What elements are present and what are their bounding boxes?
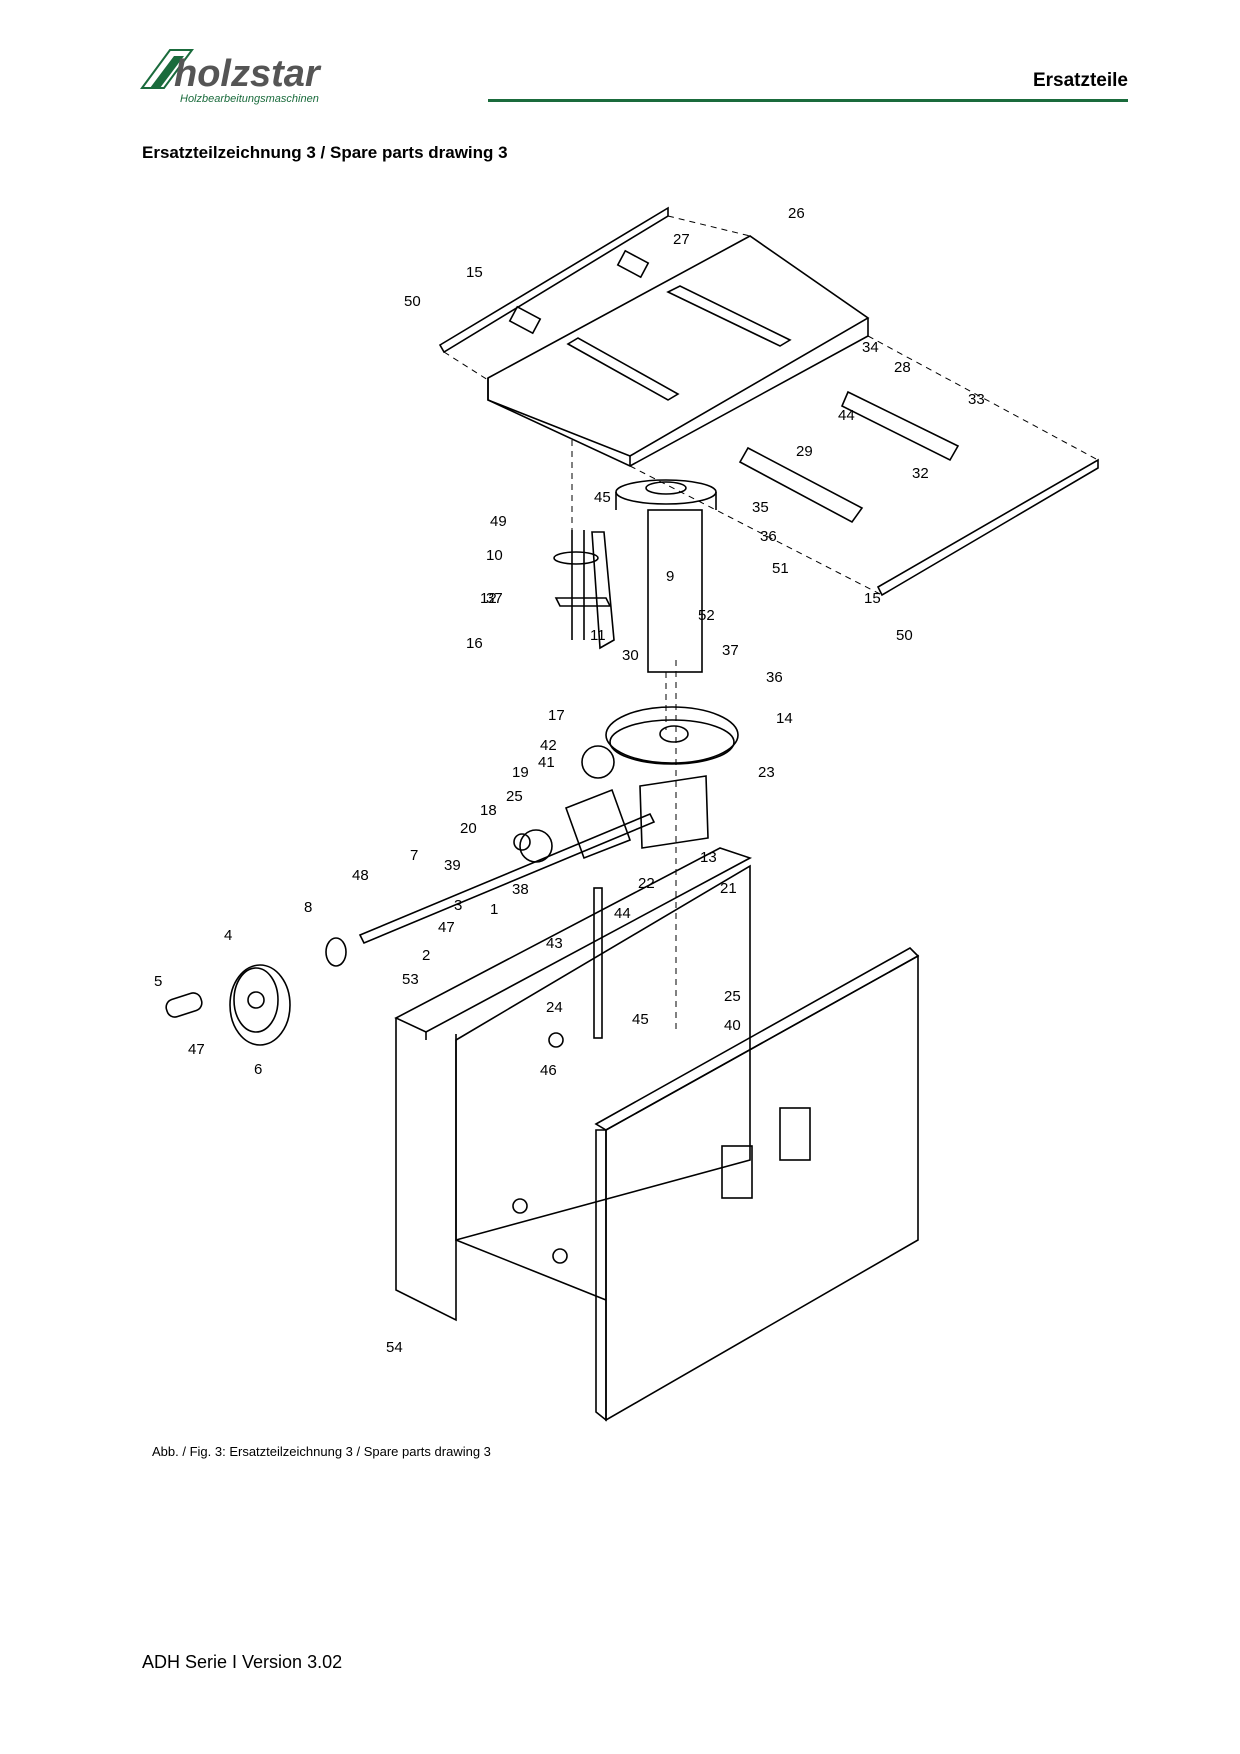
part-label-9: 9 bbox=[666, 568, 674, 585]
part-label-27: 27 bbox=[673, 231, 690, 248]
part-label-37: 37 bbox=[722, 642, 739, 659]
part-label-19: 19 bbox=[512, 764, 529, 781]
part-label-17: 17 bbox=[548, 707, 565, 724]
part-label-23: 23 bbox=[758, 764, 775, 781]
part-label-7: 7 bbox=[410, 847, 418, 864]
part-label-3: 3 bbox=[454, 897, 462, 914]
part-label-44: 44 bbox=[838, 407, 855, 424]
part-label-45: 45 bbox=[594, 489, 611, 506]
page-heading: Ersatzteilzeichnung 3 / Spare parts draw… bbox=[142, 143, 508, 162]
part-label-47: 47 bbox=[188, 1041, 205, 1058]
part-label-48: 48 bbox=[352, 867, 369, 884]
part-label-54: 54 bbox=[386, 1339, 403, 1356]
part-label-15: 15 bbox=[466, 264, 483, 281]
part-label-51: 51 bbox=[772, 560, 789, 577]
footer-version: ADH Serie I Version 3.02 bbox=[142, 1652, 343, 1672]
part-label-49: 49 bbox=[490, 513, 507, 530]
brand-name: holzstar bbox=[174, 53, 322, 95]
part-label-15: 15 bbox=[864, 590, 881, 607]
part-label-42: 42 bbox=[540, 737, 557, 754]
part-label-6: 6 bbox=[254, 1061, 262, 1078]
part-label-36: 36 bbox=[766, 669, 783, 686]
part-label-43: 43 bbox=[546, 935, 563, 952]
part-label-8: 8 bbox=[304, 899, 312, 916]
part-label-11: 11 bbox=[590, 627, 606, 644]
part-label-47: 47 bbox=[438, 919, 455, 936]
part-label-52: 52 bbox=[698, 607, 715, 624]
part-label-10: 10 bbox=[486, 547, 503, 564]
header-rule bbox=[488, 99, 1128, 102]
part-label-30: 30 bbox=[622, 647, 639, 664]
part-label-29: 29 bbox=[796, 443, 813, 460]
part-label-34: 34 bbox=[862, 339, 879, 356]
part-label-50: 50 bbox=[404, 293, 421, 310]
part-label-1: 1 bbox=[490, 901, 498, 918]
part-label-13: 13 bbox=[700, 849, 717, 866]
part-label-36: 36 bbox=[760, 528, 777, 545]
part-label-44: 44 bbox=[614, 905, 631, 922]
part-label-26: 26 bbox=[788, 205, 805, 222]
part-label-16: 16 bbox=[466, 635, 483, 652]
part-label-25: 25 bbox=[724, 988, 741, 1005]
part-label-35: 35 bbox=[752, 499, 769, 516]
part-label-33: 33 bbox=[968, 391, 985, 408]
part-label-37: 37 bbox=[486, 590, 503, 607]
part-label-2: 2 bbox=[422, 947, 430, 964]
part-label-41: 41 bbox=[538, 754, 555, 771]
part-label-50: 50 bbox=[896, 627, 913, 644]
holzstar-logo: holzstar Holzbearbeitungsmaschinen bbox=[140, 49, 322, 105]
part-label-25: 25 bbox=[506, 788, 523, 805]
brand-tagline: Holzbearbeitungsmaschinen bbox=[180, 93, 319, 105]
figure-caption: Abb. / Fig. 3: Ersatzteilzeichnung 3 / S… bbox=[152, 1444, 491, 1459]
part-label-24: 24 bbox=[546, 999, 563, 1016]
part-label-18: 18 bbox=[480, 802, 497, 819]
part-label-40: 40 bbox=[724, 1017, 741, 1034]
part-label-39: 39 bbox=[444, 857, 461, 874]
part-label-14: 14 bbox=[776, 710, 793, 727]
part-label-45: 45 bbox=[632, 1011, 649, 1028]
section-title: Ersatzteile bbox=[1032, 70, 1128, 91]
part-label-5: 5 bbox=[154, 973, 162, 990]
part-label-38: 38 bbox=[512, 881, 529, 898]
part-label-22: 22 bbox=[638, 875, 655, 892]
part-label-28: 28 bbox=[894, 359, 911, 376]
part-label-4: 4 bbox=[224, 927, 232, 944]
part-label-32: 32 bbox=[912, 465, 929, 482]
part-label-12: 12 bbox=[480, 590, 497, 607]
part-label-21: 21 bbox=[720, 880, 737, 897]
part-label-53: 53 bbox=[402, 971, 419, 988]
part-label-46: 46 bbox=[540, 1062, 557, 1079]
part-label-20: 20 bbox=[460, 820, 477, 837]
